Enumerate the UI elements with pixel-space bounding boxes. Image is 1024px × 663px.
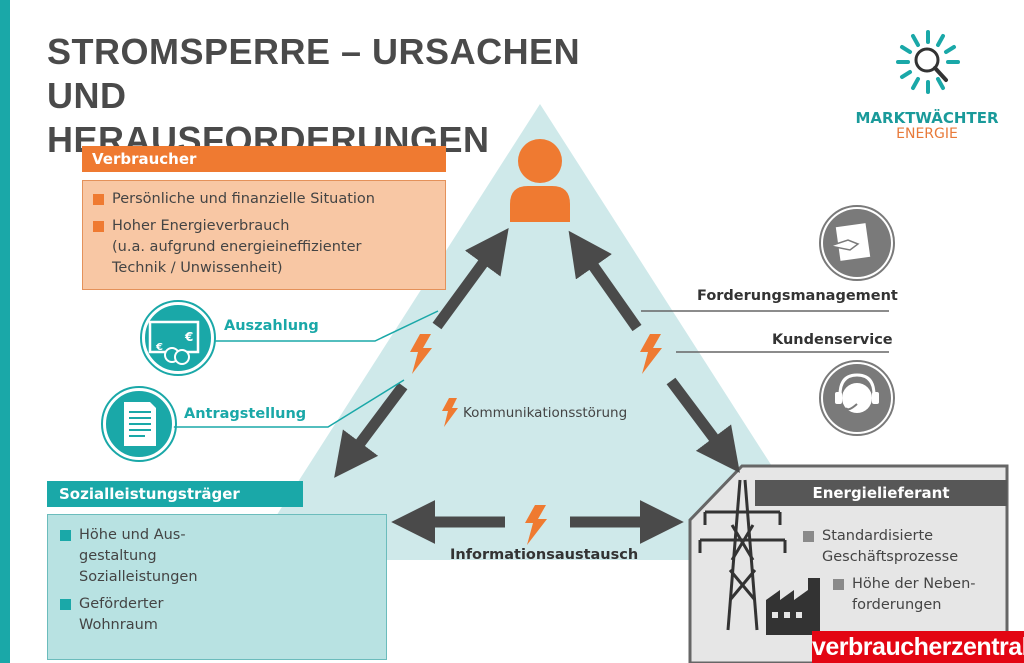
bullet-square	[93, 194, 104, 205]
list-item: Höhe und Aus- gestaltung Sozialleistunge…	[60, 525, 230, 588]
list-item-text: Persönliche und finanzielle Situation	[112, 191, 375, 207]
list-item-line: Wohnraum	[79, 617, 158, 633]
label-antragstellung: Antragstellung	[184, 406, 307, 422]
list-item: Geförderter Wohnraum	[60, 594, 230, 636]
arrow-to-verbraucher-left	[432, 228, 509, 330]
arrow-to-sozial	[334, 382, 408, 478]
list-item-line: (u.a. aufgrund energieineffizienter	[112, 239, 362, 255]
lightning-icon	[410, 334, 432, 374]
bullet-square	[833, 579, 844, 590]
verbraucher-header: Verbraucher	[82, 146, 446, 172]
logo-sun-icon	[896, 30, 960, 94]
label-kundenservice: Kundenservice	[772, 332, 893, 348]
list-item-line: Höhe und Aus-	[79, 527, 186, 543]
list-item-text: Höhe und Aus- gestaltung Sozialleistunge…	[79, 525, 198, 588]
background-triangle	[248, 104, 832, 560]
connector-antragstellung	[172, 379, 405, 428]
list-item-line: Standardisierte	[822, 528, 934, 544]
connector-auszahlung	[214, 310, 439, 342]
power-pylon-icon	[698, 479, 787, 631]
bullet-square	[93, 221, 104, 232]
arrow-to-energie	[666, 377, 740, 473]
logo-name: MARKTWÄCHTER	[855, 109, 999, 127]
list-item-line: Hoher Energieverbrauch	[112, 218, 290, 234]
money-icon: € €	[140, 300, 216, 376]
sozial-box: Höhe und Aus- gestaltung Sozialleistunge…	[47, 514, 387, 660]
lightning-icon	[442, 398, 458, 427]
page-title: STROMSPERRE – URSACHEN UND HERAUSFORDERU…	[47, 30, 647, 162]
energie-list: Standardisierte Geschäftsprozesse Höhe d…	[803, 526, 1008, 622]
svg-text:€: €	[155, 342, 163, 353]
verbraucherzentrale-logo: verbraucherzentrale	[812, 631, 1024, 663]
list-item: Standardisierte Geschäftsprozesse	[803, 526, 1008, 568]
energie-header: Energielieferant	[755, 480, 1007, 506]
list-item-line: Geförderter	[79, 596, 164, 612]
factory-icon	[766, 578, 820, 635]
list-item: Höhe der Neben- forderungen	[833, 574, 1008, 616]
list-item-line: Geschäftsprozesse	[822, 549, 959, 565]
verbraucher-box: Persönliche und finanzielle Situation Ho…	[82, 180, 446, 290]
list-item-text: Standardisierte Geschäftsprozesse	[822, 526, 958, 568]
list-item-text: Geförderter Wohnraum	[79, 594, 164, 636]
headset-icon	[819, 360, 895, 436]
list-item-text: Höhe der Neben- forderungen	[852, 574, 976, 616]
bullet-square	[803, 531, 814, 542]
label-forderungsmanagement: Forderungsmanagement	[697, 288, 898, 304]
accent-bar	[0, 0, 10, 663]
person-icon	[510, 139, 570, 222]
bullet-square	[60, 599, 71, 610]
handshake-icon	[819, 205, 895, 281]
list-item-line: Höhe der Neben-	[852, 576, 976, 592]
list-item-line: forderungen	[852, 597, 942, 613]
sozial-header: Sozialleistungsträger	[47, 481, 303, 507]
list-item-line: Technik / Unwissenheit)	[112, 260, 283, 276]
bullet-square	[60, 530, 71, 541]
list-item-line: gestaltung	[79, 548, 157, 564]
lightning-icon	[525, 505, 547, 545]
label-auszahlung: Auszahlung	[224, 318, 319, 334]
arrow-to-verbraucher-right	[568, 230, 642, 332]
svg-text:€: €	[184, 330, 193, 344]
document-icon	[101, 386, 177, 462]
list-item: Hoher Energieverbrauch (u.a. aufgrund en…	[93, 216, 435, 279]
logo-subname: ENERGIE	[896, 126, 958, 142]
lightning-icon	[640, 334, 662, 374]
list-item-line: Sozialleistungen	[79, 569, 198, 585]
label-kommunikationsstoerung: Kommunikationsstörung	[463, 405, 628, 421]
list-item-text: Hoher Energieverbrauch (u.a. aufgrund en…	[112, 216, 361, 279]
label-informationsaustausch: Informationsaustausch	[450, 547, 639, 563]
title-line-1: STROMSPERRE – URSACHEN UND	[47, 31, 581, 116]
list-item: Persönliche und finanzielle Situation	[93, 189, 435, 210]
